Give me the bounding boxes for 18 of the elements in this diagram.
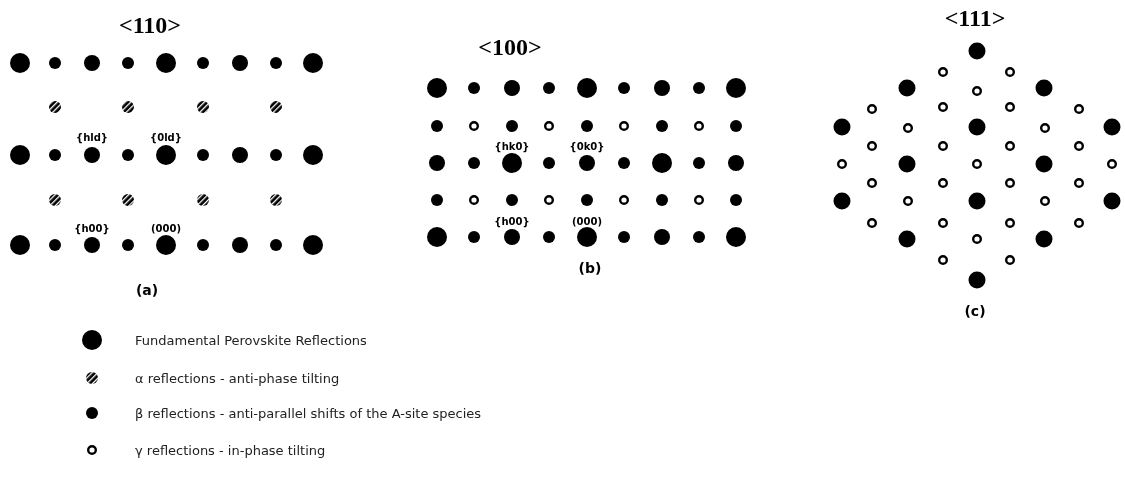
- legend-text: α reflections - anti-phase tilting: [135, 370, 340, 386]
- legend-text: Fundamental Perovskite Reflections: [135, 332, 367, 348]
- index-label: (000): [572, 215, 602, 227]
- zone-axis-title: <110>: [119, 11, 181, 39]
- index-label: {hld}: [76, 131, 108, 143]
- index-label: {h00}: [494, 215, 530, 227]
- index-label: {0k0}: [569, 140, 605, 152]
- panel-label: (b): [578, 260, 602, 276]
- index-label: {h00}: [74, 222, 110, 234]
- panel-label: (a): [135, 282, 159, 298]
- legend-text: β reflections - anti-parallel shifts of the A-site species: [135, 405, 482, 421]
- index-label: {0ld}: [150, 131, 182, 143]
- index-label: {hk0}: [494, 140, 530, 152]
- legend-text: γ reflections - in-phase tilting: [135, 442, 326, 458]
- panel-label: (c): [964, 303, 986, 319]
- zone-axis-title: <100>: [478, 33, 542, 61]
- zone-axis-title: <111>: [944, 4, 1006, 32]
- index-label: (000): [151, 222, 181, 234]
